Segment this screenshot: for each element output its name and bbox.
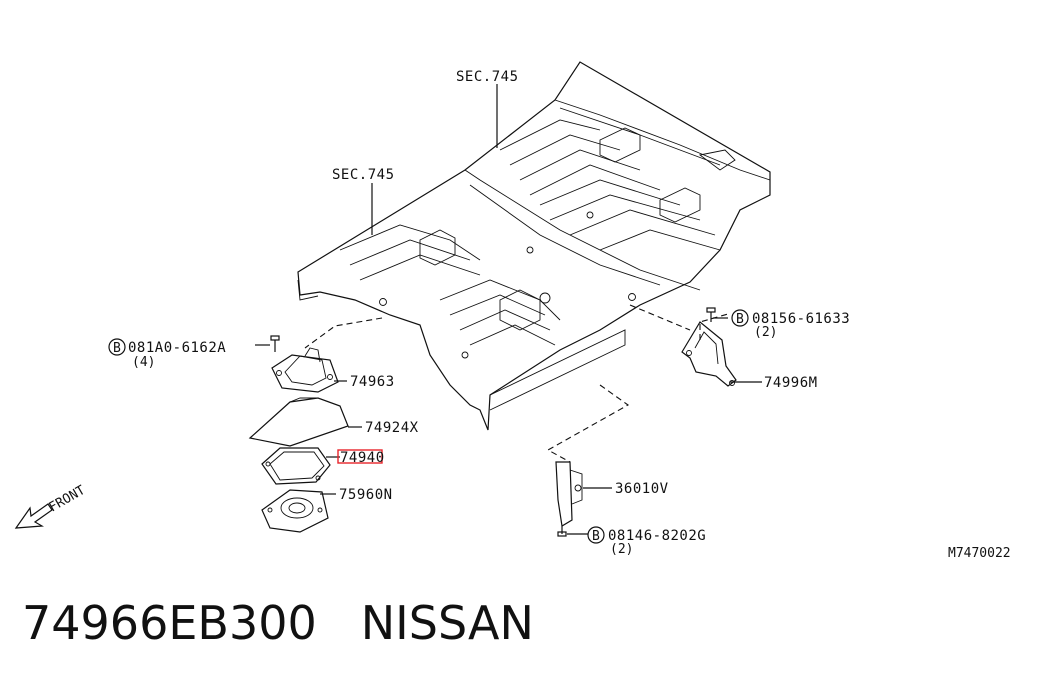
bolt-left (270, 335, 280, 352)
sec-745-top-label: SEC.745 (456, 69, 519, 85)
circle-b-label: B (592, 529, 600, 544)
highlight-box (337, 449, 383, 464)
leader-lines (255, 84, 762, 535)
circle-b-icon (731, 309, 749, 327)
bolt-right-code: 08156-61633 (752, 311, 850, 327)
parts-diagram: FRONT SEC.745 SEC.745 B 081A0-6162A (4) … (14, 61, 1011, 561)
front-arrow: FRONT (14, 483, 89, 529)
part-74924x-label: 74924X (365, 420, 419, 436)
part-74924x-cover (248, 397, 349, 447)
part-75960n-label: 75960N (339, 487, 393, 503)
part-74996m-bracket (681, 307, 737, 387)
bolt-right-qty: (2) (754, 325, 777, 340)
bolt-left-qty: (4) (132, 355, 155, 370)
bolt-left-code: 081A0-6162A (128, 340, 226, 356)
part-36010v-label: 36010V (615, 481, 669, 497)
bolt-bottom-code: 08146-8202G (608, 528, 706, 544)
part-74996m-label: 74996M (764, 375, 818, 391)
part-number: 74966EB300 (22, 596, 317, 650)
part-36010v-bracket (555, 461, 583, 537)
front-label: FRONT (47, 483, 89, 516)
diagram-id-label: M7470022 (948, 546, 1011, 561)
caption: 74966EB300 NISSAN (22, 596, 534, 660)
sec-745-left-label: SEC.745 (332, 167, 395, 183)
circle-b-icon (108, 338, 126, 356)
part-75960n-plate (261, 489, 329, 533)
circle-b-label: B (113, 341, 121, 356)
part-74940-seal (261, 447, 331, 485)
part-74963-label: 74963 (350, 374, 395, 390)
brand-name: NISSAN (360, 596, 534, 650)
floor-panel (297, 61, 771, 431)
circle-b-label: B (736, 312, 744, 327)
bolt-bottom-qty: (2) (610, 542, 633, 557)
part-74940-label: 74940 (340, 450, 385, 466)
circle-b-icon (587, 526, 605, 544)
callout-labels: SEC.745 SEC.745 B 081A0-6162A (4) B 0815… (108, 69, 1011, 561)
part-74963-boot (271, 347, 339, 393)
